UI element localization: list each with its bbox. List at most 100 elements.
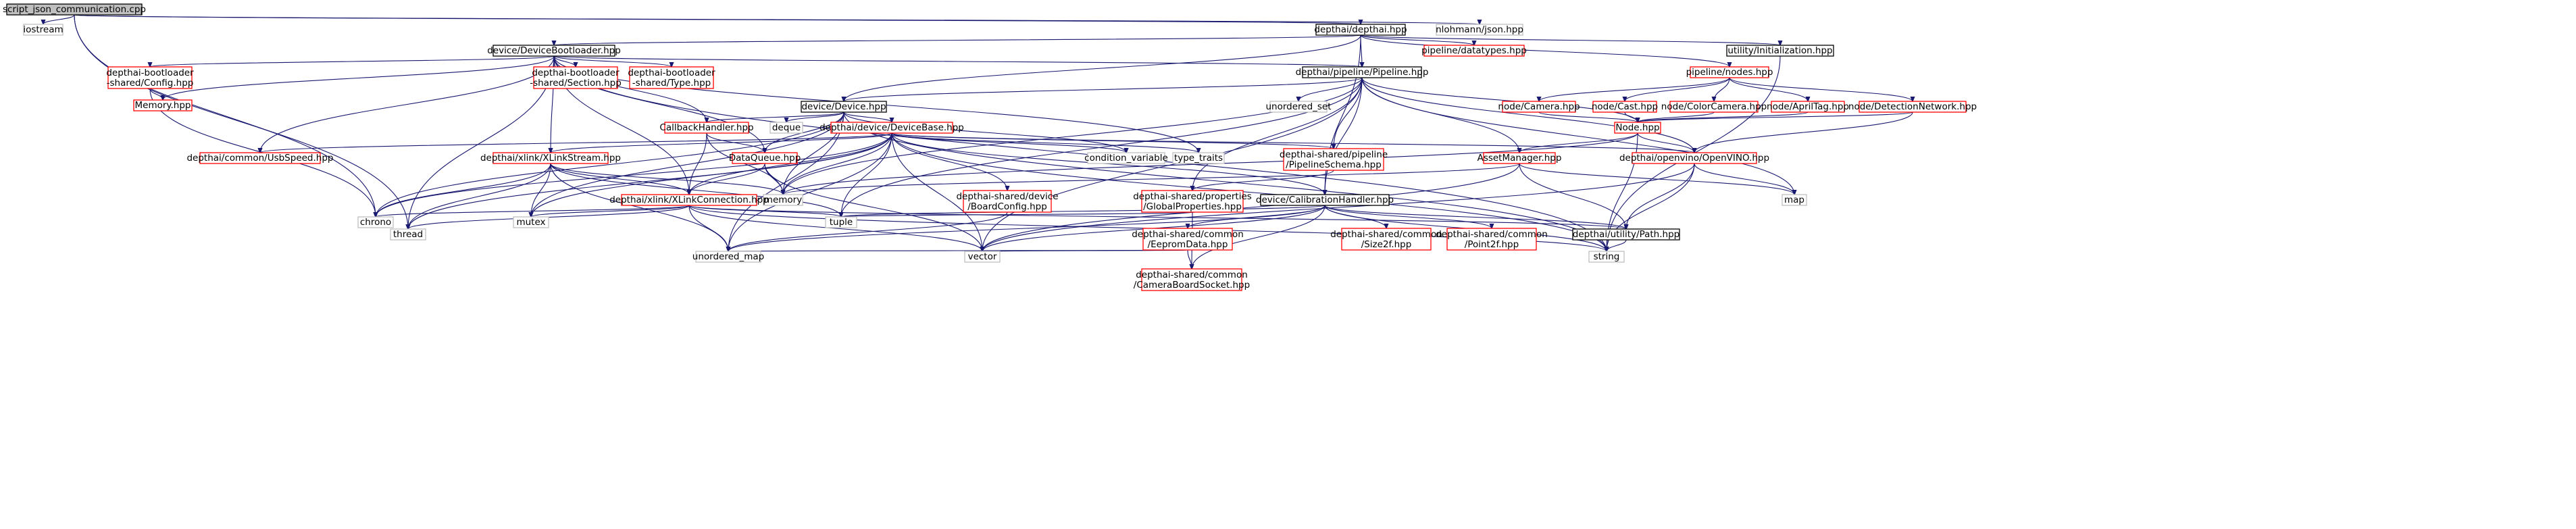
node-pipeline-datatypes[interactable]: pipeline/datatypes.hpp — [1421, 45, 1527, 57]
node-chrono[interactable]: chrono — [357, 216, 394, 228]
node-openvino[interactable]: depthai/openvino/OpenVINO.hpp — [1619, 152, 1769, 164]
node-device-device[interactable]: device/Device.hpp — [801, 101, 887, 113]
node-label: device/DeviceBootloader.hpp — [487, 45, 621, 56]
node-label: tuple — [830, 217, 853, 228]
node-label: depthai-shared/common — [1330, 229, 1442, 240]
node-size2f[interactable]: depthai-shared/common /Size2f.hpp — [1330, 228, 1442, 251]
include-edge — [982, 163, 1520, 251]
node-label: condition_variable — [1084, 153, 1168, 163]
node-node-apriltag[interactable]: node/AprilTag.hpp — [1767, 101, 1849, 113]
node-string[interactable]: string — [1588, 251, 1625, 263]
edge-pipeline-pipeline-to-unordered-set — [1298, 77, 1363, 101]
edge-pipeline-nodes-to-node-camera — [1539, 77, 1730, 101]
include-edge — [553, 55, 672, 67]
node-board-config[interactable]: depthai-shared/device /BoardConfig.hpp — [956, 190, 1059, 213]
node-point2f[interactable]: depthai-shared/common /Point2f.hpp — [1436, 228, 1548, 251]
node-iostream[interactable]: iostream — [23, 24, 64, 36]
edge-device-device-to-device-base — [843, 111, 892, 122]
node-map[interactable]: map — [1782, 194, 1807, 206]
node-depthai-hpp[interactable]: depthai/depthai.hpp — [1314, 24, 1407, 36]
edge-eeprom-data-to-camera-board-socket — [1187, 249, 1192, 269]
include-edge — [1538, 111, 1638, 122]
include-edge — [1334, 77, 1363, 149]
edge-device-base-to-mutex — [531, 132, 892, 217]
edge-device-device-to-callback-handler — [707, 111, 844, 122]
edge-node-hpp-to-asset-manager — [1519, 132, 1638, 153]
edge-device-base-to-type-traits — [891, 132, 1198, 153]
node-label: chrono — [360, 217, 391, 228]
node-node-colorcamera[interactable]: node/ColorCamera.hpp — [1661, 101, 1767, 113]
node-label: depthai/pipeline/Pipeline.hpp — [1296, 67, 1429, 78]
node-bootloader-config[interactable]: depthai-bootloader -shared/Config.hpp — [106, 66, 194, 89]
node-device-bootloader[interactable]: device/DeviceBootloader.hpp — [487, 45, 621, 57]
edge-asset-manager-to-utility-path — [1519, 163, 1626, 229]
node-pipeline-nodes[interactable]: pipeline/nodes.hpp — [1686, 66, 1773, 78]
node-usb-speed[interactable]: depthai/common/UsbSpeed.hpp — [186, 152, 334, 164]
edge-device-device-to-chrono — [376, 111, 844, 217]
node-camera-board-socket[interactable]: depthai-shared/common /CameraBoardSocket… — [1134, 268, 1250, 291]
include-edge — [1519, 163, 1794, 195]
node-label: depthai/device/DeviceBase.hpp — [819, 122, 964, 133]
node-calibration-handler[interactable]: device/CalibrationHandler.hpp — [1256, 194, 1394, 206]
node-xlink-stream[interactable]: depthai/xlink/XLinkStream.hpp — [480, 152, 621, 164]
node-deque[interactable]: deque — [769, 122, 803, 134]
edge-device-base-to-xlink-stream — [551, 132, 892, 153]
edge-device-base-to-thread — [408, 132, 892, 229]
node-label: depthai-shared/common — [1436, 229, 1548, 240]
edge-pipeline-pipeline-to-openvino — [1361, 77, 1694, 153]
include-edge — [1624, 111, 1638, 122]
node-bootloader-type[interactable]: depthai-bootloader -shared/Type.hpp — [628, 66, 715, 89]
node-label: depthai-shared/properties — [1133, 191, 1252, 202]
node-pipeline-schema[interactable]: depthai-shared/pipeline /PipelineSchema.… — [1280, 148, 1388, 171]
node-asset-manager[interactable]: AssetManager.hpp — [1478, 152, 1562, 164]
include-edge — [531, 132, 892, 217]
node-memory-hpp[interactable]: Memory.hpp — [133, 99, 193, 111]
include-edge — [783, 132, 892, 195]
edge-xlink-connection-to-chrono — [376, 205, 690, 217]
include-edge — [1298, 77, 1363, 101]
node-thread[interactable]: thread — [390, 228, 426, 241]
node-label: Memory.hpp — [135, 100, 191, 111]
node-callback-handler[interactable]: CallbackHandler.hpp — [659, 122, 754, 134]
nodes-layer: script_json_communication.cpp iostream d… — [3, 3, 1977, 291]
node-node-detectionnetwork[interactable]: node/DetectionNetwork.hpp — [1848, 101, 1977, 113]
edge-pipeline-pipeline-to-map — [1361, 77, 1794, 195]
include-edge — [376, 163, 551, 217]
node-nlohmann-json[interactable]: nlohmann/json.hpp — [1436, 24, 1523, 36]
node-unordered-map[interactable]: unordered_map — [692, 251, 764, 263]
include-edge — [728, 132, 892, 251]
node-vector[interactable]: vector — [964, 251, 1001, 263]
node-data-queue[interactable]: DataQueue.hpp — [729, 152, 801, 164]
node-tuple[interactable]: tuple — [825, 216, 857, 228]
edge-device-bootloader-to-bootloader-config — [150, 55, 555, 67]
node-type-traits[interactable]: type_traits — [1172, 152, 1225, 164]
include-edge — [1714, 77, 1730, 101]
node-node-camera[interactable]: node/Camera.hpp — [1498, 101, 1580, 113]
node-mutex[interactable]: mutex — [513, 216, 549, 228]
node-utility-initialization[interactable]: utility/Initialization.hpp — [1726, 45, 1834, 57]
node-bootloader-section[interactable]: depthai-bootloader -shared/Section.hpp — [530, 66, 622, 89]
node-xlink-connection[interactable]: depthai/xlink/XLinkConnection.hpp — [609, 194, 769, 206]
edge-device-device-to-mutex — [531, 111, 844, 217]
node-node-cast[interactable]: node/Cast.hpp — [1592, 101, 1658, 113]
node-pipeline-pipeline[interactable]: depthai/pipeline/Pipeline.hpp — [1296, 66, 1429, 78]
node-eeprom-data[interactable]: depthai-shared/common /EepromData.hpp — [1132, 228, 1244, 251]
edge-xlink-stream-to-chrono — [376, 163, 551, 217]
edge-pipeline-nodes-to-node-apriltag — [1729, 77, 1808, 101]
include-edge — [841, 211, 1193, 217]
node-label: type_traits — [1174, 153, 1223, 163]
edge-calibration-handler-to-camera-board-socket — [1192, 205, 1325, 269]
node-device-base[interactable]: depthai/device/DeviceBase.hpp — [819, 122, 964, 134]
node-label: -shared/Section.hpp — [530, 78, 622, 89]
node-unordered-set[interactable]: unordered_set — [1265, 101, 1332, 113]
node-global-properties[interactable]: depthai-shared/properties /GlobalPropert… — [1133, 190, 1252, 213]
node-memory[interactable]: memory — [763, 194, 803, 206]
node-utility-path[interactable]: depthai/utility/Path.hpp — [1572, 228, 1680, 241]
node-label: depthai/xlink/XLinkConnection.hpp — [609, 195, 769, 205]
node-node-hpp[interactable]: Node.hpp — [1614, 122, 1661, 134]
include-edge — [891, 132, 1007, 191]
node-script-json-communication[interactable]: script_json_communication.cpp — [3, 3, 146, 16]
include-edge — [553, 55, 1607, 251]
node-condition-variable[interactable]: condition_variable — [1084, 152, 1168, 164]
include-edge — [1625, 77, 1730, 101]
